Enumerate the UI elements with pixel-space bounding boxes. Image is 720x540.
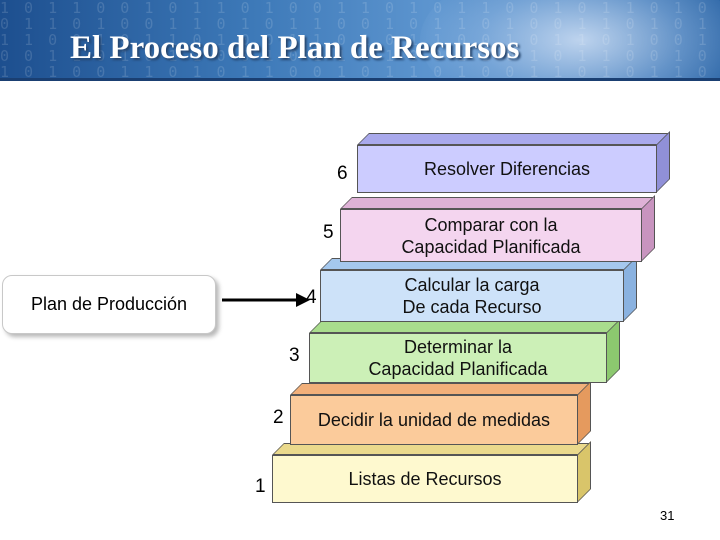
step-number: 4: [306, 287, 317, 308]
step-number: 5: [323, 222, 334, 243]
step-side-face: [641, 195, 655, 262]
step-label-line: Calcular la carga: [404, 275, 540, 295]
header-banner: 1 0 1 1 0 0 1 0 1 1 0 1 0 0 1 1 0 1 0 1 …: [0, 0, 720, 78]
step-front-face: Resolver Diferencias: [357, 145, 657, 193]
step-label-line: De cada Recurso: [402, 297, 542, 317]
page-number: 31: [660, 508, 675, 523]
step-front-face: Listas de Recursos: [272, 455, 578, 503]
header-pattern: 1 0 1 1 0 0 1 0 1 1 0 1 0 0 1 1 0 1 0 1 …: [0, 0, 710, 78]
step-label-line: Capacidad Planificada: [368, 359, 548, 379]
step-number: 2: [273, 407, 284, 428]
step-label-line: Decidir la unidad de medidas: [317, 410, 551, 430]
step-number: 1: [255, 476, 266, 497]
step-top-face: [309, 321, 619, 333]
step-number: 6: [337, 163, 348, 184]
step-number: 3: [289, 345, 300, 366]
step-top-face: [340, 197, 654, 209]
arrow-icon: [222, 293, 310, 307]
step-label-line: Capacidad Planificada: [401, 236, 581, 257]
step-label-line: Resolver Diferencias: [423, 159, 591, 179]
step-label-line: Listas de Recursos: [348, 469, 502, 489]
production-plan-label: Plan de Producción: [30, 294, 188, 314]
step-label: Resolver Diferencias: [424, 158, 590, 180]
step-label: Decidir la unidad de medidas: [318, 409, 550, 431]
step-label-line: Comparar con la: [424, 214, 558, 235]
header-underline: [0, 78, 720, 81]
step-top-face: [290, 383, 590, 395]
header-glow: [420, 0, 720, 78]
page-title: El Proceso del Plan de Recursos: [70, 30, 520, 66]
production-plan-box: Plan de Producción: [2, 275, 216, 334]
step-label: Listas de Recursos: [348, 468, 501, 490]
step-front-face: Decidir la unidad de medidas: [290, 395, 578, 445]
step-top-face: [357, 133, 669, 145]
step-label-line: Determinar la: [403, 337, 513, 357]
